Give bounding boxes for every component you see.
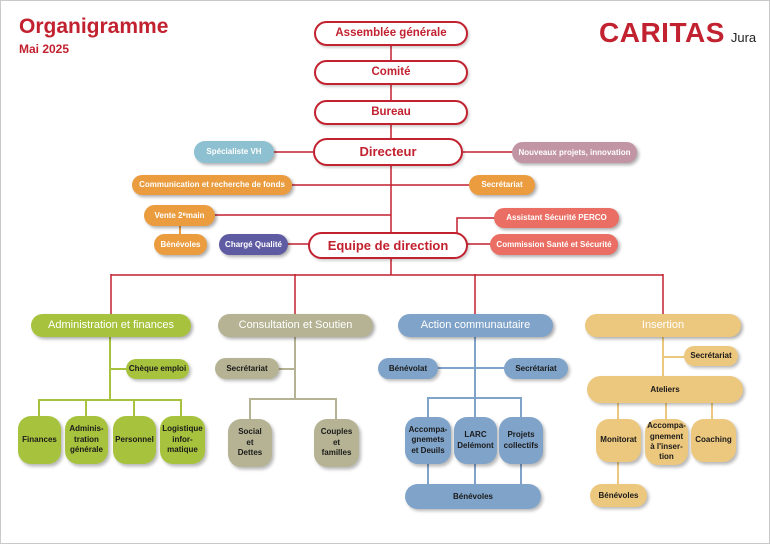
node-cheque-emploi: Chèque emploi [126, 359, 189, 379]
node-benevolat: Bénévolat [378, 358, 438, 379]
page-subtitle: Mai 2025 [19, 42, 70, 56]
node-communication-recherche-fonds: Communication et recherche de fonds [132, 175, 292, 195]
node-assemblee-generale: Assemblée générale [314, 21, 468, 46]
node-secretariat-consultation: Secrétariat [215, 358, 279, 379]
node-assistant-securite-perco: Assistant Sécurité PERCO [494, 208, 619, 228]
node-comite: Comité [314, 60, 468, 85]
node-ateliers: Ateliers [587, 376, 743, 403]
node-charge-qualite: Chargé Qualité [219, 234, 288, 255]
node-personnel: Personnel [113, 416, 156, 464]
caritas-logo: CARITAS Jura [599, 17, 756, 49]
node-commission-sante-securite: Commission Santé et Sécurité [490, 234, 618, 255]
vente-label-pre: Vente 2 [154, 210, 183, 220]
node-accompagnement-insertion: Accompa- gnement à l'inser- tion [645, 419, 688, 465]
vente-label-sup: e [182, 211, 186, 218]
node-larc-delemont: LARC Delémont [454, 417, 497, 464]
node-bureau: Bureau [314, 100, 468, 125]
vente-label-post: main [185, 210, 205, 220]
node-secretariat-insertion: Secrétariat [684, 346, 738, 366]
node-monitorat: Monitorat [596, 419, 641, 462]
node-equipe-de-direction: Equipe de direction [308, 232, 468, 259]
node-specialiste-vh: Spécialiste VH [194, 141, 274, 163]
dept-action-communautaire: Action communautaire [398, 314, 553, 337]
node-administration-generale: Adminis- tration générale [65, 416, 108, 464]
node-couples-familles: Couples et familles [314, 419, 359, 467]
node-logistique-informatique: Logistique infor- matique [160, 416, 205, 464]
caritas-logo-region: Jura [730, 30, 757, 45]
dept-insertion: Insertion [585, 314, 741, 337]
node-social-dettes: Social et Dettes [228, 419, 272, 467]
node-coaching: Coaching [691, 419, 736, 462]
node-directeur: Directeur [313, 138, 463, 166]
node-nouveaux-projets-innovation: Nouveaux projets, innovation [512, 142, 637, 163]
node-benevoles-vente: Bénévoles [154, 234, 207, 255]
node-benevoles-action: Bénévoles [405, 484, 541, 509]
node-secretariat-action: Secrétariat [504, 358, 568, 379]
node-finances: Finances [18, 416, 61, 464]
dept-administration-finances: Administration et finances [31, 314, 191, 337]
dept-consultation-soutien: Consultation et Soutien [218, 314, 373, 337]
node-accompagnements-deuils: Accompa- gnemets et Deuils [405, 417, 451, 464]
caritas-logo-text: CARITAS [599, 17, 725, 48]
node-benevoles-insertion: Bénévoles [590, 484, 647, 507]
page-title: Organigramme [19, 15, 169, 38]
node-projets-collectifs: Projets collectifs [499, 417, 543, 464]
node-secretariat-direction: Secrétariat [469, 175, 535, 195]
